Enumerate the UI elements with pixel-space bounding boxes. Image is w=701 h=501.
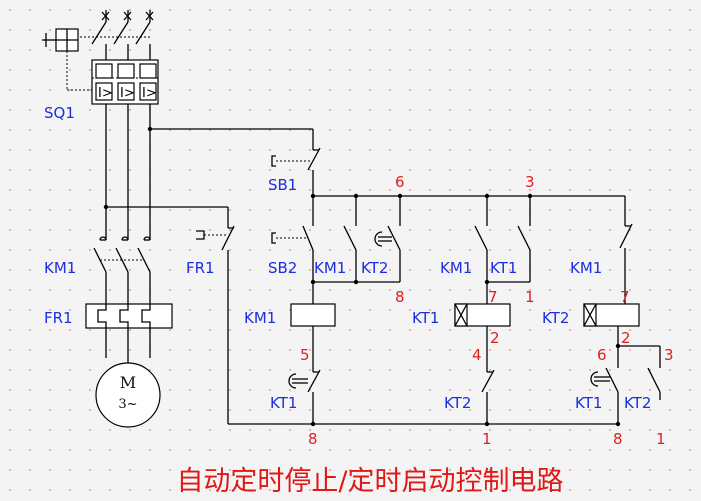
svg-text:I>: I> xyxy=(98,86,113,101)
sb1-stop-button[interactable] xyxy=(271,129,321,196)
label-kt1-contact-b: KT1 xyxy=(490,259,517,277)
node-2-b: 2 xyxy=(621,329,631,347)
km1-hold-contact xyxy=(343,196,357,282)
node-8-bottom-b: 8 xyxy=(613,430,623,448)
node-2-a: 2 xyxy=(490,329,500,347)
node-1-bottom-b: 1 xyxy=(656,430,666,448)
kt1-timed-contact-a xyxy=(288,369,321,424)
label-sq1: SQ1 xyxy=(44,104,75,122)
node-6-top: 6 xyxy=(395,173,405,191)
diagram-title: 自动定时停止/定时启动控制电路 xyxy=(176,466,563,497)
kt2-contact-c xyxy=(647,346,661,400)
label-kt1-contact-c: KT1 xyxy=(575,394,602,412)
main-power-circuit: I> I> I> SQ1 KM xyxy=(42,10,313,428)
label-km1-contact-c: KM1 xyxy=(570,259,602,277)
node-5: 5 xyxy=(300,346,310,364)
label-fr1-main: FR1 xyxy=(44,309,73,327)
kt1-coil xyxy=(454,303,511,372)
node-3-top: 3 xyxy=(525,173,535,191)
node-1-bottom-a: 1 xyxy=(482,430,492,448)
label-kt2-contact-b: KT2 xyxy=(444,394,471,412)
kt2-coil xyxy=(583,303,640,346)
node-8-bottom-a: 8 xyxy=(308,430,318,448)
kt1-timed-contact-c xyxy=(590,346,619,424)
node-3-b: 3 xyxy=(664,346,674,364)
fr1-control-contact xyxy=(196,207,235,424)
km1-contact-c xyxy=(619,196,633,304)
label-sb1: SB1 xyxy=(268,176,297,194)
label-kt1-coil: KT1 xyxy=(412,309,439,327)
sb2-start-button[interactable] xyxy=(271,196,314,300)
label-sb2: SB2 xyxy=(268,259,297,277)
label-kt2-contact-a: KT2 xyxy=(361,259,388,277)
control-circuit: FR1 SB1 6 3 SB2 xyxy=(186,129,674,448)
node-7-a: 7 xyxy=(488,288,498,306)
kt2-contact-b xyxy=(481,369,495,424)
label-km1-contact-b: KM1 xyxy=(440,259,472,277)
motor: M 3~ xyxy=(95,362,161,428)
main-breaker xyxy=(42,21,151,91)
node-6-b: 6 xyxy=(597,346,607,364)
sq1-block: I> I> I> xyxy=(91,59,159,105)
km1-contact-b xyxy=(474,196,488,304)
supply-terminals xyxy=(101,10,154,22)
motor-phase: 3~ xyxy=(118,397,137,412)
kt1-contact-b xyxy=(484,196,531,285)
svg-text:I>: I> xyxy=(142,86,157,101)
km1-coil xyxy=(290,300,336,372)
node-4: 4 xyxy=(472,346,482,364)
label-km1-contact-a: KM1 xyxy=(314,259,346,277)
svg-text:I>: I> xyxy=(120,86,135,101)
km1-main-contacts xyxy=(93,236,151,304)
node-1-a: 1 xyxy=(525,288,535,306)
label-kt2-coil: KT2 xyxy=(542,309,569,327)
label-km1-main: KM1 xyxy=(44,259,76,277)
fr1-thermal-relay xyxy=(85,303,173,329)
label-km1-coil: KM1 xyxy=(244,309,276,327)
motor-letter: M xyxy=(120,373,136,392)
node-8-a: 8 xyxy=(395,288,405,306)
label-fr1-control: FR1 xyxy=(186,259,215,277)
label-kt1-contact-a: KT1 xyxy=(270,394,297,412)
label-kt2-contact-c: KT2 xyxy=(624,394,651,412)
kt2-timed-contact-a xyxy=(374,196,401,282)
node-7-b: 7 xyxy=(620,288,630,306)
